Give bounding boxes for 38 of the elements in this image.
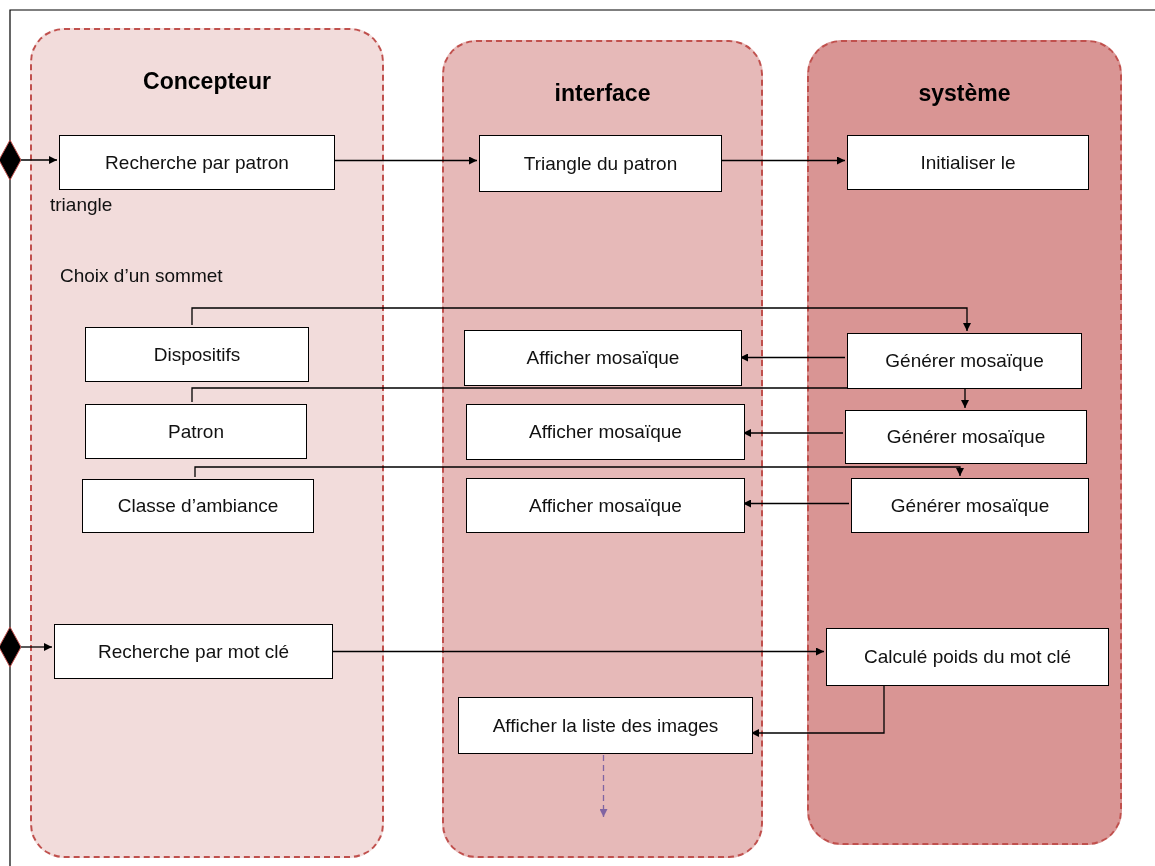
activity-box: Afficher mosaïque xyxy=(466,478,745,533)
activity-box: Afficher mosaïque xyxy=(464,330,742,386)
swimlane xyxy=(30,28,384,858)
arrow xyxy=(191,307,971,332)
activity-caption: triangle xyxy=(50,194,113,216)
activity-box: Recherche par mot clé xyxy=(54,624,333,679)
swimlane xyxy=(442,40,763,858)
activity-box: Dispositifs xyxy=(85,327,309,382)
arrow xyxy=(330,647,825,656)
activity-box: Patron xyxy=(85,404,307,459)
diamond-node xyxy=(0,140,21,180)
activity-box: Triangle du patron xyxy=(479,135,722,192)
arrow xyxy=(332,156,478,165)
activity-box: Classe d’ambiance xyxy=(82,479,314,533)
activity-box: Recherche par patron xyxy=(59,135,335,190)
arrow xyxy=(750,683,885,737)
arrow xyxy=(191,387,969,409)
note-text: Choix d’un sommet xyxy=(60,265,223,287)
lane-title: interface xyxy=(553,80,652,107)
arrow xyxy=(599,754,608,818)
arrow xyxy=(20,643,53,651)
activity-box: Afficher mosaïque xyxy=(466,404,745,460)
arrow xyxy=(194,466,964,478)
activity-box: Afficher la liste des images xyxy=(458,697,753,754)
activity-box: Générer mosaïque xyxy=(847,333,1082,389)
arrow xyxy=(742,429,844,437)
arrow xyxy=(742,499,850,508)
diamond-node xyxy=(0,627,21,667)
lane-title: système xyxy=(917,80,1012,107)
arrow xyxy=(719,156,846,165)
arrow xyxy=(20,156,58,164)
activity-box: Initialiser le xyxy=(847,135,1089,190)
swimlane xyxy=(807,40,1122,845)
activity-box: Calculé poids du mot clé xyxy=(826,628,1109,686)
activity-box: Générer mosaïque xyxy=(845,410,1087,464)
arrow xyxy=(739,353,846,362)
lane-title: Concepteur xyxy=(142,68,272,95)
activity-box: Générer mosaïque xyxy=(851,478,1089,533)
